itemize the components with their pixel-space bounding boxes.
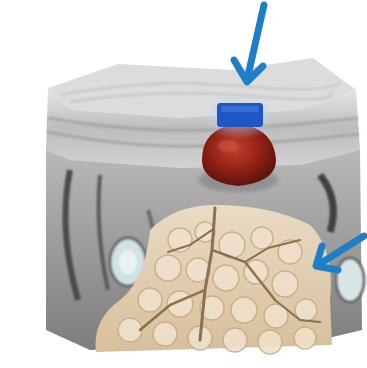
arrow-icon [234,5,264,82]
probe-marker-sheen [221,106,259,112]
lesion-highlight [218,140,238,152]
